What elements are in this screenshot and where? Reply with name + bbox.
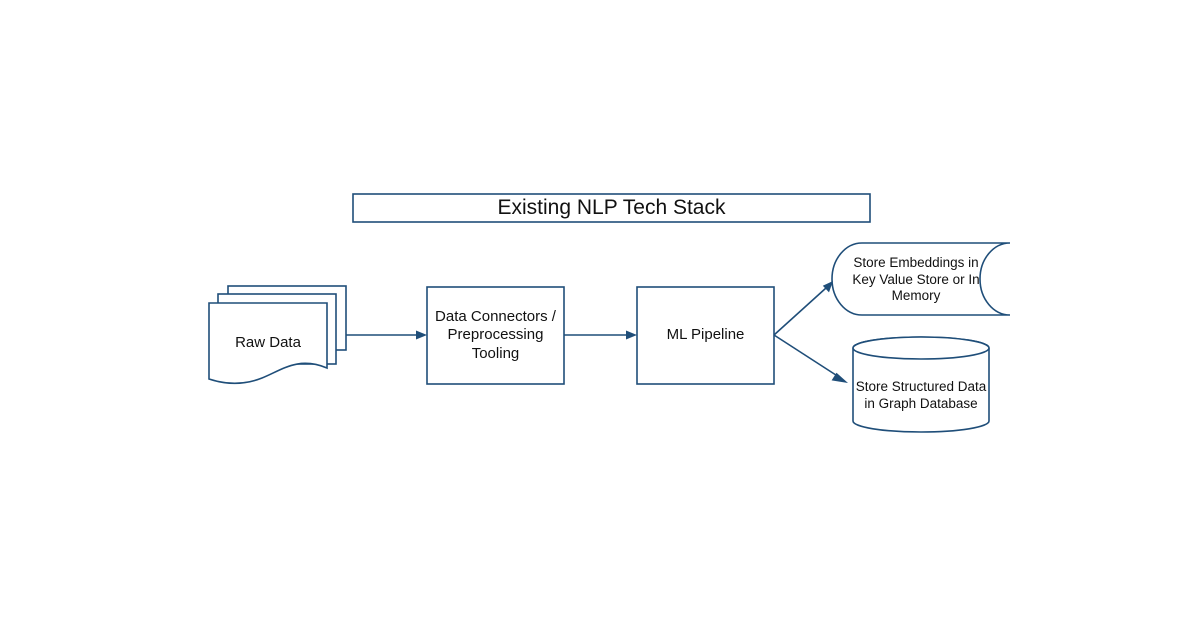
connectors-label: Data Connectors / Preprocessing Tooling (435, 308, 556, 362)
arrowhead-connectors (416, 330, 427, 340)
arrowhead-kv (822, 281, 833, 293)
raw-data-label: Raw Data (235, 333, 301, 351)
arrowhead-ml (626, 330, 637, 340)
edge-ml-to-graph (773, 334, 840, 378)
ml-pipeline-node (636, 286, 775, 385)
raw-data-page-front (208, 302, 328, 385)
raw-data-node (208, 285, 347, 385)
graph-db-node (852, 336, 990, 433)
kv-store-label: Store Embeddings in Key Value Store or I… (852, 254, 980, 304)
connectors-node (426, 286, 565, 385)
graph-db-label: Store Structured Data in Graph Database (855, 379, 987, 411)
kv-store-node (831, 242, 1011, 316)
ml-pipeline-label: ML Pipeline (666, 326, 745, 344)
diagram-title: Existing NLP Tech Stack (497, 196, 726, 220)
edge-ml-to-kv (773, 287, 827, 336)
graph-db-top (852, 336, 990, 360)
title-box (352, 193, 871, 223)
arrowhead-graph (831, 372, 848, 383)
